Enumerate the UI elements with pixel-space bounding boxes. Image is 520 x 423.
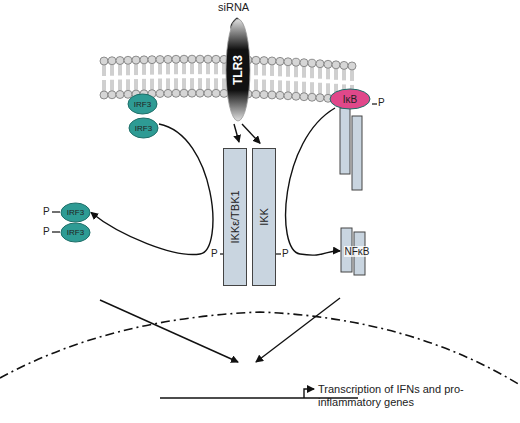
phospho-label: P	[282, 248, 292, 260]
node-label: IRF3	[135, 124, 152, 133]
nfkb-subunit	[352, 116, 362, 190]
translocation-arrow	[100, 300, 238, 362]
protein-shape: IRF3	[60, 202, 91, 223]
node-label: IκB	[343, 94, 357, 105]
nfkb-subunit	[340, 108, 350, 174]
phospho-label: P	[378, 97, 390, 109]
kinase-box: IKK	[252, 148, 276, 286]
protein-shape: IRF3	[127, 93, 158, 115]
phospho-label: P	[43, 206, 53, 218]
protein-shape: IκB	[329, 88, 371, 110]
phospho-bond	[276, 253, 281, 254]
signal-arrow	[242, 124, 260, 143]
kinase-box: IKKε/TBK1	[223, 148, 247, 286]
node-label: IRF3	[67, 208, 84, 217]
signal-arrow	[234, 124, 239, 142]
text-label: siRNA	[218, 1, 258, 14]
receptor-shape: TLR3	[225, 18, 251, 122]
node-label: NFκB	[344, 246, 371, 257]
phospho-label: P	[43, 226, 53, 238]
signal-arrow	[91, 124, 213, 254]
text-label: Transcription of IFNs and pro-inflammato…	[318, 383, 488, 409]
node-label: IKKε/TBK1	[229, 190, 241, 243]
node-label: IRF3	[67, 228, 84, 237]
node-label: TLR3	[231, 55, 245, 85]
nucleus-boundary	[0, 312, 520, 385]
node-label: IKK	[258, 208, 270, 226]
translocation-arrow	[256, 298, 340, 362]
node-label: IRF3	[134, 100, 151, 109]
phospho-label: P	[211, 248, 221, 260]
protein-shape: NFκB	[340, 226, 374, 276]
protein-shape: IRF3	[60, 222, 91, 243]
protein-shape: IRF3	[128, 117, 159, 139]
phospho-bond	[52, 211, 60, 212]
signal-arrow	[286, 108, 340, 255]
promoter-arrow	[304, 389, 314, 398]
phospho-bond	[372, 103, 377, 104]
phospho-bond	[52, 231, 60, 232]
